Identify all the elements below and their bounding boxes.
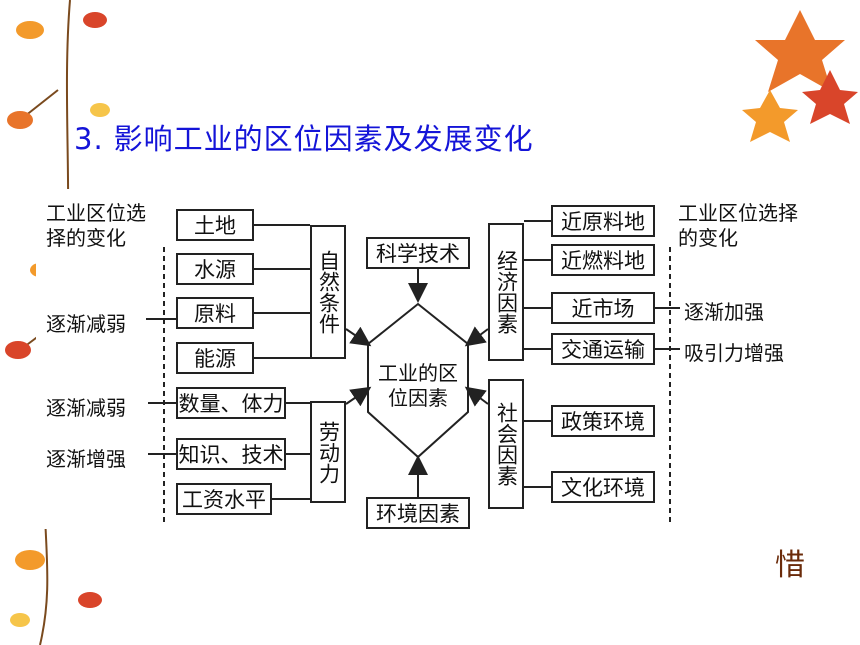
left-trend-header: 工业区位选择的变化 [46,201,146,250]
economic-item-near-market: 近市场 [551,292,655,324]
natural-conditions-group: 自然条件 [310,225,346,359]
labor-group: 劳动力 [310,401,346,503]
economic-item-near-raw-material: 近原料地 [551,205,655,237]
bottom-factor-environment: 环境因素 [366,497,470,529]
social-factors-group: 社会因素 [488,379,524,509]
top-factor-science-tech: 科学技术 [366,237,470,269]
social-item-policy: 政策环境 [551,405,655,437]
labor-item-wages: 工资水平 [176,483,272,515]
natural-item-water: 水源 [176,253,254,285]
economic-factors-group: 经济因素 [488,223,524,361]
natural-item-energy: 能源 [176,342,254,374]
maple-leaves-top-right-decoration [742,10,858,142]
connector-lines [146,220,680,524]
side-glyph: 惜 [775,548,805,583]
location-factors-diagram: 工业区位选择的变化 工业区位选择的变化 土地 水源 原料 能源 自然条件 数量、… [36,189,802,529]
trend-market: 逐渐加强 [684,300,764,324]
economic-item-transport: 交通运输 [551,333,655,365]
natural-item-land: 土地 [176,209,254,241]
social-item-culture: 文化环境 [551,471,655,503]
right-trend-header: 工业区位选择的变化 [678,201,798,250]
title-number: 3. [74,122,104,156]
natural-item-raw-material: 原料 [176,297,254,329]
trend-labor-quantity: 逐渐减弱 [46,396,126,420]
economic-item-near-fuel: 近燃料地 [551,244,655,276]
trend-transport: 吸引力增强 [684,341,784,365]
title-text: 影响工业的区位因素及发展变化 [113,122,534,156]
slide-title: 3. 影响工业的区位因素及发展变化 [74,116,534,158]
labor-item-knowledge: 知识、技术 [176,438,286,470]
trend-raw-material: 逐渐减弱 [46,312,126,336]
labor-item-quantity: 数量、体力 [176,387,286,419]
trend-labor-knowledge: 逐渐增强 [46,447,126,471]
center-factor-label: 工业的区位因素 [378,361,458,410]
